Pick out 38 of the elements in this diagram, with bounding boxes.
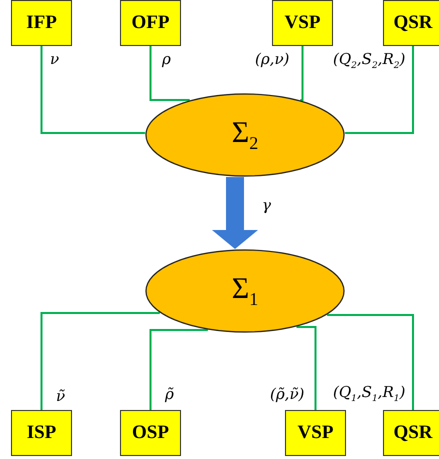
edge-label: (ρ,ν) xyxy=(255,52,290,67)
edge-label: ρ xyxy=(162,52,171,67)
block-box xyxy=(120,410,181,456)
block-box xyxy=(272,0,333,46)
block-box xyxy=(11,410,72,456)
block-box xyxy=(383,410,439,456)
edge-label: ν̃ xyxy=(56,389,66,404)
connector-line xyxy=(40,46,146,134)
block-label: Σ$_{1}$ xyxy=(232,272,258,310)
edge-label: γ xyxy=(262,198,271,213)
connector-line xyxy=(300,46,304,101)
block-label: QSR xyxy=(393,12,433,34)
block-arrow xyxy=(212,177,258,249)
connector-line xyxy=(150,46,190,101)
block-label: QSR xyxy=(393,422,433,444)
block-box xyxy=(383,0,439,46)
connector-line xyxy=(40,312,160,410)
block-label: OFP xyxy=(132,12,170,34)
block-box xyxy=(285,410,346,456)
block-label: VSP xyxy=(284,12,320,34)
connector-line xyxy=(327,314,414,410)
connector-line xyxy=(150,329,208,410)
edge-label: ρ̃ xyxy=(165,387,174,402)
block-label: ISP xyxy=(26,422,56,444)
block-label: OSP xyxy=(132,422,169,444)
block-label: Σ$_{2}$ xyxy=(232,116,258,154)
block-box xyxy=(120,0,181,46)
system-ellipse xyxy=(145,249,345,333)
block-box xyxy=(11,0,72,46)
system-ellipse xyxy=(145,93,345,177)
edge-label: (Q$_{1}$,S$_{1}$,R$_{1}$) xyxy=(333,385,406,404)
edge-label: (Q$_{2}$,S$_{2}$,R$_{2}$) xyxy=(333,52,406,71)
edge-label: ν xyxy=(50,52,60,67)
edge-label: (ρ̃,ν̃) xyxy=(270,387,304,402)
block-label: IFP xyxy=(26,12,57,34)
connector-line xyxy=(296,326,316,410)
connector-line xyxy=(344,46,414,134)
block-label: VSP xyxy=(298,422,334,444)
